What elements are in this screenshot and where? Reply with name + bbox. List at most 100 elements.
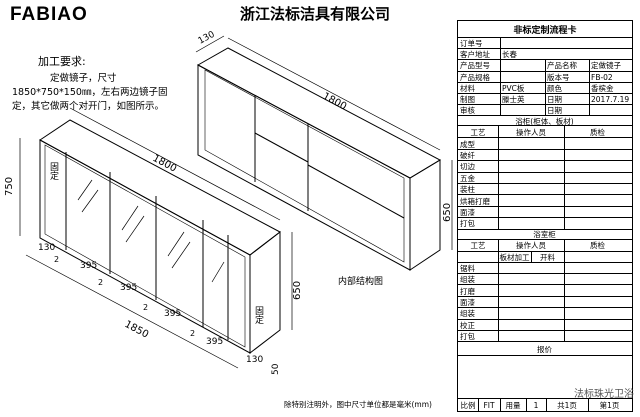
process-row: 面漆 bbox=[458, 295, 632, 309]
front-cabinet-top bbox=[39, 119, 281, 256]
dim-panel-2: 395 bbox=[120, 283, 137, 293]
process-header-qc: 质检 bbox=[590, 127, 605, 137]
dim-gap-4: 2 bbox=[190, 329, 195, 338]
watermark: 法标珠光卫浴 bbox=[574, 389, 634, 400]
info-label: 产品规格 bbox=[460, 72, 490, 82]
internal-cabinet-inner bbox=[204, 69, 405, 263]
dim-front-left-depth: 130 bbox=[38, 243, 55, 253]
process-row: 打包 bbox=[458, 330, 632, 343]
info-label: 客户地址 bbox=[460, 50, 490, 60]
requirements-line-1: 定做镜子，尺寸 bbox=[50, 73, 117, 84]
info-row: 审核日期 bbox=[458, 104, 632, 117]
process-row: 组装 bbox=[458, 307, 632, 320]
qty-label: 用量 bbox=[505, 400, 521, 410]
page-number: 第1页 bbox=[599, 400, 620, 410]
dim-front-right-height: 650 bbox=[292, 281, 303, 300]
process-header-operator: 操作人员 bbox=[516, 127, 546, 137]
dim-front-height: 750 bbox=[4, 177, 15, 196]
process-row: 打磨 bbox=[458, 284, 632, 297]
dim-panel-4: 395 bbox=[206, 337, 223, 347]
internal-cabinet-side bbox=[409, 159, 441, 271]
process-header-craft: 工艺 bbox=[470, 127, 486, 137]
info-row: 制图 滕士英 日期 2017.7.19 bbox=[458, 93, 632, 106]
requirements-line-3: 定，其它做两个对开门，如图所示。 bbox=[12, 101, 165, 112]
dim-front-right-depth: 130 bbox=[246, 355, 263, 365]
info-row: 客户地址 长春 bbox=[458, 48, 632, 61]
front-cabinet-inner bbox=[44, 144, 246, 348]
dim-front-total-width: 1850 bbox=[123, 319, 151, 341]
process-step: 成型 bbox=[460, 139, 475, 149]
company-name: 浙江法标洁具有限公司 bbox=[240, 5, 391, 23]
technical-drawing: 1800 750 固定 固定 130 130 650 50 1850 395 3… bbox=[4, 30, 453, 409]
info-label-2: 日期 bbox=[547, 106, 562, 116]
internal-shelf-1 bbox=[254, 132, 309, 163]
process-header-craft: 工艺 bbox=[470, 241, 486, 251]
internal-cabinet-top bbox=[196, 47, 442, 179]
process-row: 面漆 bbox=[458, 205, 632, 219]
dim-gap-3: 2 bbox=[143, 303, 148, 312]
quote-label: 报价 bbox=[537, 344, 552, 354]
front-cabinet-face bbox=[39, 139, 251, 354]
quote-row: 报价 bbox=[458, 341, 632, 356]
card-title-row: 非标定制流程卡 bbox=[458, 21, 632, 37]
info-label-2: 版本号 bbox=[547, 72, 570, 82]
dim-line-top-width bbox=[69, 107, 281, 221]
info-value-2: 2017.7.19 bbox=[591, 95, 630, 105]
info-label: 订单号 bbox=[460, 39, 483, 49]
process-row: 成型 bbox=[458, 137, 632, 150]
total-pages: 共1页 bbox=[557, 400, 577, 410]
process-step: 校正 bbox=[460, 320, 475, 330]
info-value: 滕士英 bbox=[502, 95, 525, 105]
process-step: 切边 bbox=[460, 162, 475, 172]
dim-gap-1: 2 bbox=[54, 255, 59, 264]
process-step: 打磨 bbox=[460, 286, 475, 296]
sub-header-row: 板材加工开料 bbox=[458, 250, 632, 263]
process-row: 组装 bbox=[458, 273, 632, 286]
info-label: 产品型号 bbox=[460, 61, 490, 71]
process-header-row: 工艺操作人员质检 bbox=[458, 238, 632, 252]
info-label-2: 产品名称 bbox=[547, 61, 577, 71]
info-value-2: 香槟金 bbox=[591, 83, 614, 93]
info-row: 订单号 bbox=[458, 37, 632, 50]
process-step: 五金 bbox=[460, 173, 475, 183]
dim-front-top-width: 1800 bbox=[151, 153, 179, 175]
dim-line-internal-width bbox=[227, 37, 441, 151]
process-row: 切边 bbox=[458, 160, 632, 173]
card-title: 非标定制流程卡 bbox=[513, 25, 577, 36]
internal-structure-caption: 内部结构图 bbox=[338, 275, 383, 287]
process-step: 打包 bbox=[460, 219, 475, 229]
company-logo: FABIAO bbox=[10, 4, 88, 25]
process-row: 校正 bbox=[458, 318, 632, 331]
internal-shelf-2 bbox=[307, 164, 405, 219]
process-step: 组装 bbox=[460, 309, 475, 319]
dim-front-right-small: 50 bbox=[271, 363, 281, 375]
dim-gap-2: 2 bbox=[98, 278, 103, 287]
info-label: 制图 bbox=[460, 95, 475, 105]
info-label-2: 日期 bbox=[547, 95, 562, 105]
requirements-line-2: 1850*750*150㎜，左右两边镜子固 bbox=[12, 87, 168, 98]
process-step: 打包 bbox=[460, 332, 475, 342]
label-left-fixed: 固定 bbox=[48, 162, 59, 181]
section-row: 浴室柜 bbox=[458, 228, 632, 240]
process-step: 破纤 bbox=[460, 150, 475, 160]
blank-row bbox=[458, 355, 632, 399]
process-row: 打包 bbox=[458, 217, 632, 230]
info-label: 材料 bbox=[460, 83, 475, 93]
dim-panel-1: 395 bbox=[80, 261, 97, 271]
sub-header-board: 板材加工 bbox=[499, 252, 530, 262]
info-value: 长春 bbox=[502, 50, 517, 60]
front-cabinet-side bbox=[249, 230, 281, 355]
process-step: 组装 bbox=[460, 275, 475, 285]
process-row: 装柱 bbox=[458, 183, 632, 196]
dim-internal-depth: 130 bbox=[197, 30, 217, 47]
info-label-2: 颜色 bbox=[547, 83, 562, 93]
dim-line-total-width bbox=[25, 254, 239, 369]
info-value-2: 定做镜子 bbox=[591, 61, 621, 71]
dim-internal-height: 650 bbox=[442, 203, 453, 222]
process-header-qc: 质检 bbox=[590, 241, 605, 251]
